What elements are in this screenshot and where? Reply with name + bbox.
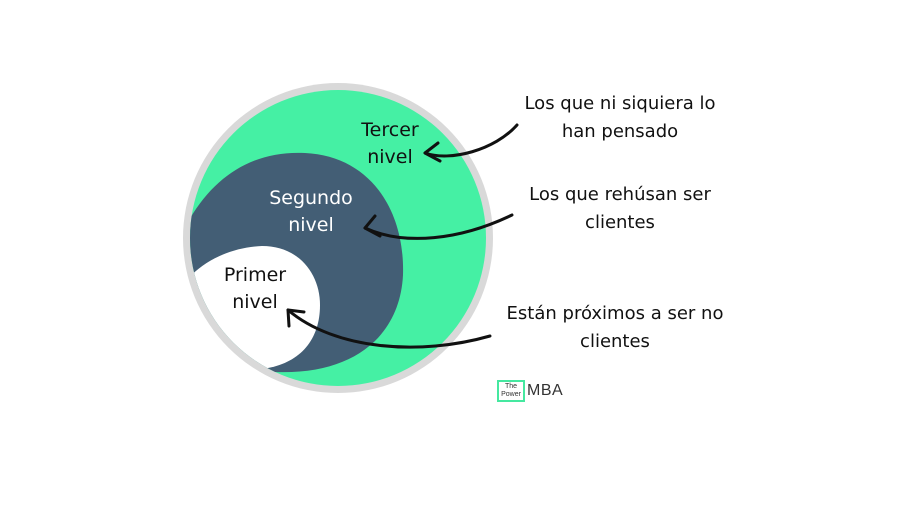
arrow-second-level bbox=[363, 213, 514, 240]
second-level-label-line2: nivel bbox=[288, 214, 334, 236]
first-level-annotation: Están próximos a ser no clientes bbox=[480, 300, 750, 356]
second-level-annotation: Los que rehúsan ser clientes bbox=[500, 181, 740, 237]
arrow-first-level bbox=[286, 308, 492, 349]
first-level-label: Primer nivel bbox=[200, 262, 310, 316]
second-level-annotation-line1: Los que rehúsan ser bbox=[529, 184, 711, 205]
logo-box: The Power bbox=[497, 380, 525, 402]
second-level-label-line1: Segundo bbox=[269, 187, 353, 209]
arrow-third-level bbox=[423, 123, 519, 158]
first-level-annotation-line2: clientes bbox=[580, 331, 650, 352]
first-level-label-line2: nivel bbox=[232, 291, 278, 313]
third-level-annotation-line1: Los que ni siquiera lo bbox=[524, 93, 716, 114]
thepowermba-logo: The Power MBA bbox=[497, 378, 563, 404]
logo-the: The bbox=[504, 383, 518, 390]
third-level-label-line1: Tercer bbox=[361, 119, 419, 141]
first-level-annotation-line1: Están próximos a ser no bbox=[506, 303, 724, 324]
second-level-annotation-line2: clientes bbox=[585, 212, 655, 233]
logo-mba: MBA bbox=[527, 382, 564, 399]
first-level-label-line1: Primer bbox=[223, 264, 287, 286]
third-level-annotation-line2: han pensado bbox=[561, 121, 679, 142]
third-level-label-line2: nivel bbox=[367, 146, 413, 168]
third-level-annotation: Los que ni siquiera lo han pensado bbox=[500, 90, 740, 146]
logo-power: Power bbox=[501, 391, 521, 398]
arrow-first-level-head bbox=[286, 308, 306, 328]
arrow-second-level-head bbox=[363, 214, 382, 238]
second-level-label: Segundo nivel bbox=[246, 185, 376, 239]
arrow-third-level-head bbox=[423, 141, 442, 163]
third-level-label: Tercer nivel bbox=[330, 117, 450, 171]
